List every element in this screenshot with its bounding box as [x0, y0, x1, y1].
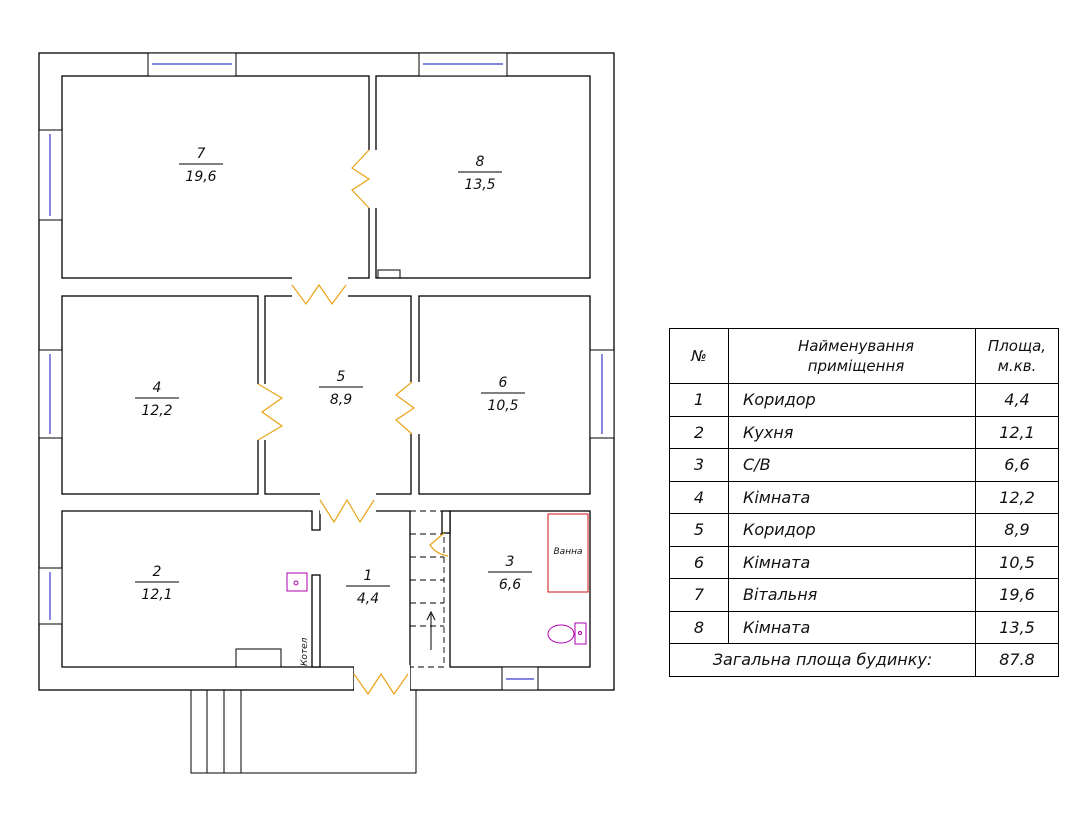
room-1-number: 1	[364, 568, 373, 584]
row-area: 6,6	[975, 448, 1059, 482]
room-2-area-value: 12,1	[141, 587, 172, 603]
room-1-area-value: 4,4	[357, 591, 379, 607]
row-name: С/В	[728, 448, 976, 482]
legend-header-name-line1: Найменування	[797, 337, 915, 355]
room-label-5: 5 8,9	[319, 369, 363, 408]
row-name: Кухня	[728, 415, 976, 449]
row-number: 7	[669, 578, 729, 612]
row-area: 12,1	[975, 415, 1059, 449]
table-row: 8 Кімната 13,5	[669, 610, 1059, 644]
room-7-number: 7	[197, 146, 206, 162]
table-row: 1 Коридор 4,4	[669, 383, 1059, 417]
table-row: 2 Кухня 12,1	[669, 415, 1059, 449]
kitchen-stove	[235, 648, 282, 668]
row-name: Кімната	[728, 610, 976, 644]
row-number: 1	[669, 383, 729, 417]
room-legend-table: № Найменування приміщення Площа, м.кв. 1…	[669, 328, 1059, 677]
table-row: 6 Кімната 10,5	[669, 545, 1059, 579]
table-row: 5 Коридор 8,9	[669, 513, 1059, 547]
row-area: 13,5	[975, 610, 1059, 644]
legend-header-number: №	[669, 328, 729, 384]
row-name: Коридор	[728, 513, 976, 547]
row-number: 2	[669, 415, 729, 449]
row-name: Вітальня	[728, 578, 976, 612]
partition-wall	[311, 574, 321, 668]
doors	[255, 149, 449, 696]
bathtub-label: Ванна	[554, 547, 583, 557]
kitchen-sink-icon	[286, 572, 308, 592]
total-area-value: 87.8	[975, 643, 1059, 677]
room-8-number: 8	[476, 154, 485, 170]
table-row: 3 С/В 6,6	[669, 448, 1059, 482]
row-area: 12,2	[975, 480, 1059, 514]
legend-header-area-line2: м.кв.	[997, 357, 1037, 375]
staircase	[409, 510, 451, 668]
row-number: 5	[669, 513, 729, 547]
room-7-area-value: 19,6	[185, 169, 216, 185]
total-area-label: Загальна площа будинку:	[669, 643, 976, 677]
porch	[190, 689, 417, 774]
room-2-number: 2	[153, 564, 162, 580]
room-label-1: 1 4,4	[346, 568, 390, 607]
bathtub-icon	[547, 513, 589, 593]
legend-header-area: Площа, м.кв.	[975, 328, 1059, 384]
boiler-label: Котел	[300, 637, 310, 666]
row-name: Коридор	[728, 383, 976, 417]
row-area: 19,6	[975, 578, 1059, 612]
legend-header-name: Найменування приміщення	[728, 328, 976, 384]
room-6-area	[418, 295, 591, 495]
table-row: 7 Вітальня 19,6	[669, 578, 1059, 612]
room-3-area-value: 6,6	[499, 577, 521, 593]
room-label-4: 4 12,2	[135, 380, 179, 419]
room-5-number: 5	[337, 369, 346, 385]
row-number: 6	[669, 545, 729, 579]
row-name: Кімната	[728, 480, 976, 514]
row-name: Кімната	[728, 545, 976, 579]
floor-plan: 7 19,6 8 13,5 4 12,2 5 8,9 6 10,5 2 12,1…	[38, 52, 615, 774]
row-number: 4	[669, 480, 729, 514]
row-area: 4,4	[975, 383, 1059, 417]
room-label-2: 2 12,1	[135, 564, 179, 603]
room-label-6: 6 10,5	[481, 375, 525, 414]
legend-header-name-line2: приміщення	[807, 357, 905, 375]
room-8-area-value: 13,5	[464, 177, 495, 193]
room-3-area	[449, 510, 591, 668]
row-number: 8	[669, 610, 729, 644]
room-label-3: 3 6,6	[488, 554, 532, 593]
fireplace-mark	[377, 269, 401, 279]
room-3-number: 3	[506, 554, 515, 570]
toilet-icon	[547, 622, 587, 645]
room-label-8: 8 13,5	[458, 154, 502, 193]
legend-header-area-line1: Площа,	[987, 337, 1047, 355]
table-row: 4 Кімната 12,2	[669, 480, 1059, 514]
room-6-number: 6	[499, 375, 508, 391]
row-area: 10,5	[975, 545, 1059, 579]
room-4-number: 4	[153, 380, 162, 396]
room-8-area	[375, 75, 591, 279]
room-4-area	[61, 295, 259, 495]
legend-header-row: № Найменування приміщення Площа, м.кв.	[669, 328, 1059, 384]
row-number: 3	[669, 448, 729, 482]
room-4-area-value: 12,2	[141, 403, 172, 419]
windows	[38, 52, 615, 691]
legend-total-row: Загальна площа будинку: 87.8	[669, 643, 1059, 677]
room-5-area-value: 8,9	[330, 392, 352, 408]
room-label-7: 7 19,6	[179, 146, 223, 185]
room-6-area-value: 10,5	[487, 398, 518, 414]
row-area: 8,9	[975, 513, 1059, 547]
